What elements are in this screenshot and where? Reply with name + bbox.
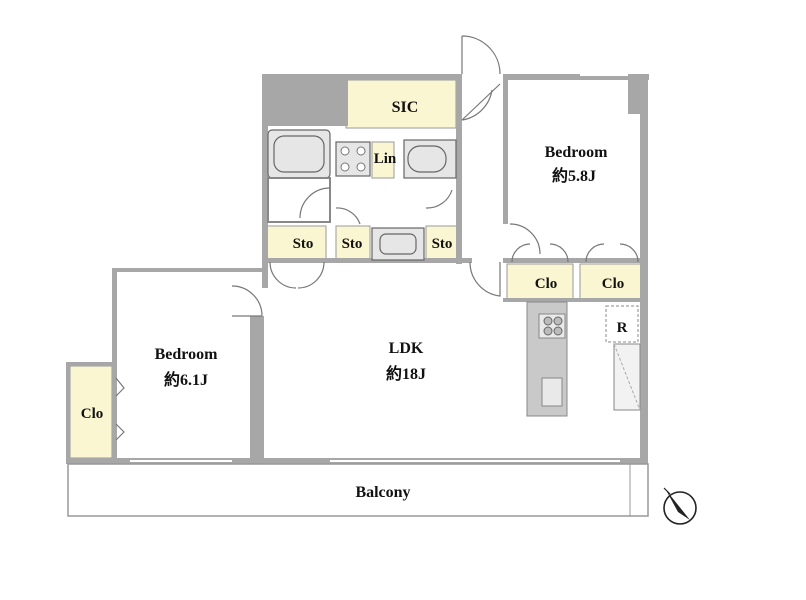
washer — [335, 141, 371, 177]
ldk-label: LDK — [389, 340, 424, 357]
sto-2-fill — [335, 225, 371, 261]
compass-north-icon — [663, 487, 697, 525]
bedroom-right-size: 約5.8J — [552, 166, 596, 185]
clo-right-2-label: Clo — [602, 276, 625, 292]
room-labels: SIC Lin Bedroom 約5.8J Sto Sto Sto Clo Cl… — [81, 99, 628, 501]
fridge-label: R — [617, 320, 628, 336]
fridge-space — [605, 305, 639, 343]
balcony-label: Balcony — [355, 484, 410, 501]
storage-fills — [69, 79, 643, 459]
sto-1-fill — [263, 225, 327, 261]
lin-fill — [371, 141, 395, 179]
wall-block — [262, 74, 348, 126]
clo-left-label: Clo — [81, 406, 104, 422]
bedroom-right-label: Bedroom — [545, 144, 608, 161]
sic-label: SIC — [392, 99, 419, 116]
fixtures — [267, 129, 641, 417]
balcony — [67, 463, 649, 517]
sto-3-label: Sto — [432, 236, 453, 252]
clo-right-1-label: Clo — [535, 276, 558, 292]
lin-label: Lin — [374, 151, 397, 167]
sic-fill — [345, 79, 457, 129]
sto-2-label: Sto — [342, 236, 363, 252]
bedroom-left-label: Bedroom — [155, 346, 218, 363]
bedroom-left-size: 約6.1J — [164, 370, 208, 389]
bath-floor — [267, 177, 331, 223]
doors — [115, 35, 639, 462]
sto-1-label: Sto — [293, 236, 314, 252]
ldk-size: 約18J — [386, 364, 426, 383]
